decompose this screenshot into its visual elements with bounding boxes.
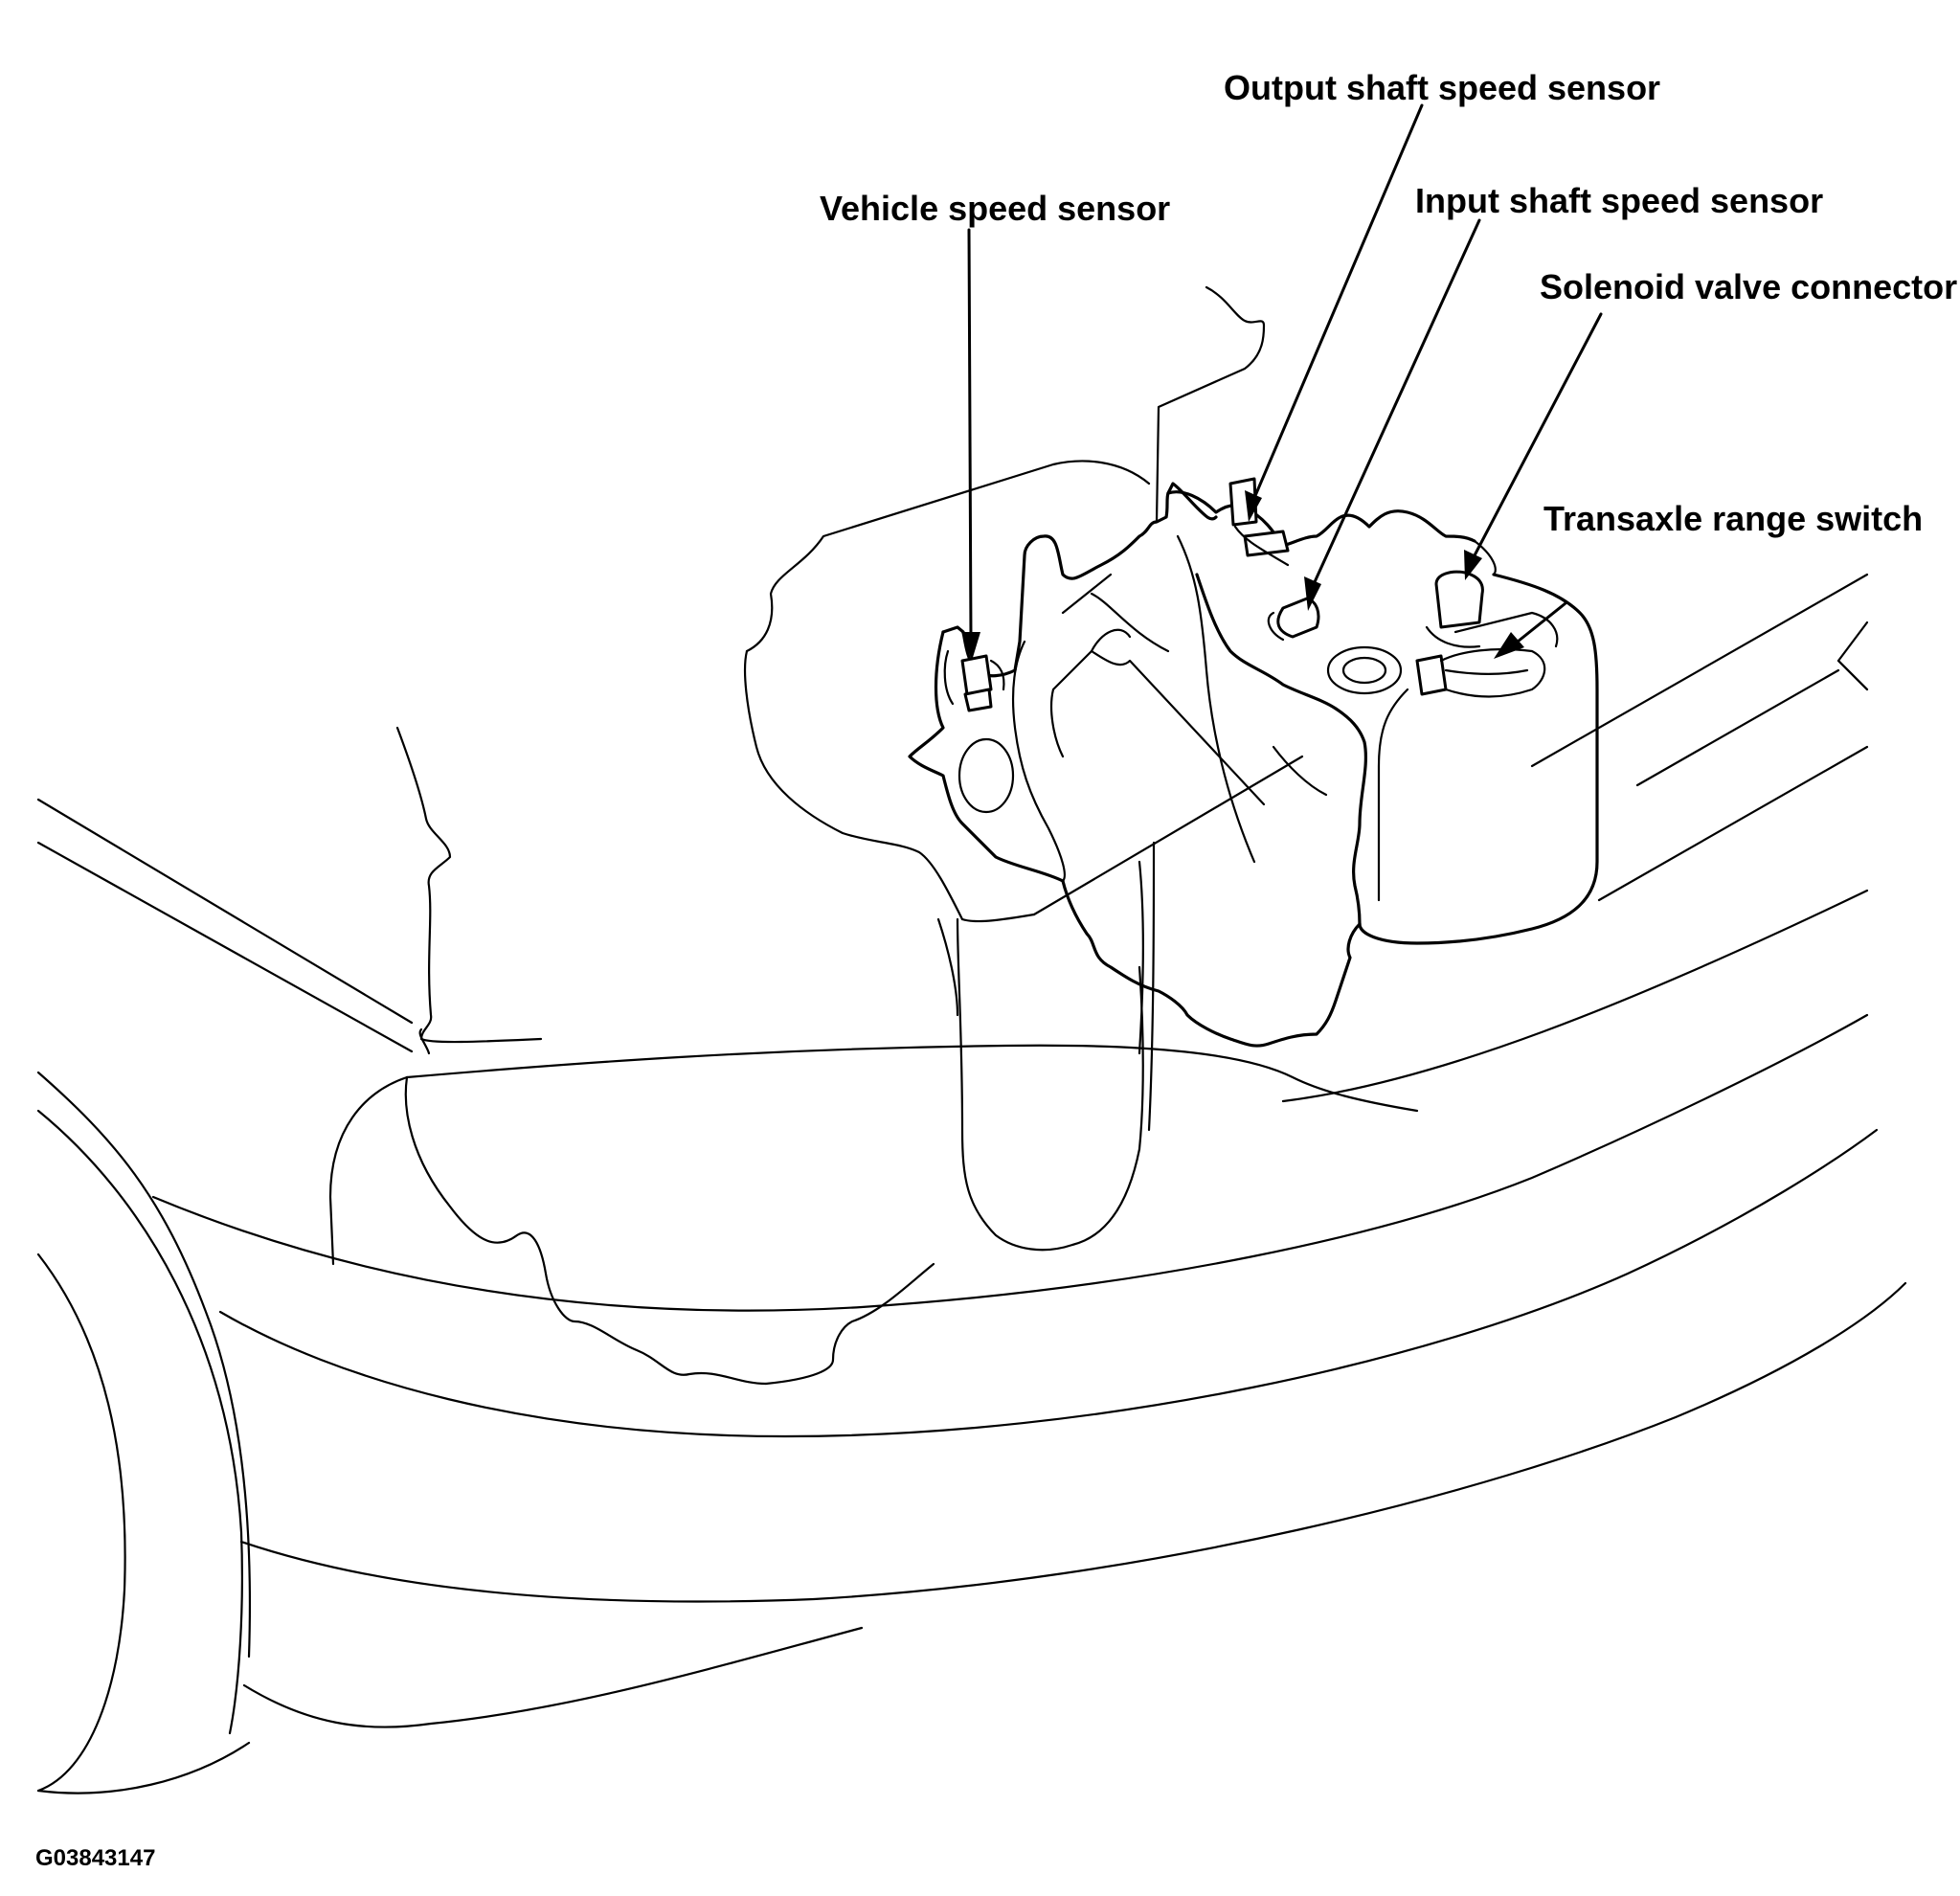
leader-solenoid-valve-connector [1473, 312, 1603, 557]
label-input-shaft-speed-sensor: Input shaft speed sensor [1415, 181, 1823, 220]
vehicle-body-outline [36, 573, 1907, 1794]
leader-output-shaft-speed-sensor [1252, 103, 1424, 500]
arrowhead-output-shaft-speed-sensor [1245, 490, 1262, 522]
leader-input-shaft-speed-sensor [1312, 218, 1481, 586]
arrowhead-vehicle-speed-sensor [961, 632, 980, 661]
leader-transaxle-range-switch [1516, 601, 1567, 643]
label-output-shaft-speed-sensor: Output shaft speed sensor [1224, 68, 1660, 107]
output-shaft-speed-sensor-part [1228, 477, 1290, 567]
vehicle-speed-sensor-part [943, 649, 1005, 712]
arrowhead-input-shaft-speed-sensor [1304, 576, 1321, 611]
figure-id: G03843147 [35, 1845, 155, 1871]
transaxle-case [908, 482, 1599, 1048]
callout-leaders [961, 103, 1603, 661]
label-vehicle-speed-sensor: Vehicle speed sensor [820, 189, 1170, 228]
transaxle-range-switch-part [1415, 611, 1559, 698]
label-transaxle-range-switch: Transaxle range switch [1543, 499, 1923, 538]
arrowhead-transaxle-range-switch [1494, 632, 1524, 659]
arrowhead-solenoid-valve-connector [1464, 550, 1482, 580]
leader-vehicle-speed-sensor [967, 228, 973, 642]
label-solenoid-valve-connector: Solenoid valve connector [1540, 267, 1957, 306]
engine-and-frame-outline [328, 285, 1419, 1386]
solenoid-valve-connector-part [1425, 570, 1484, 648]
